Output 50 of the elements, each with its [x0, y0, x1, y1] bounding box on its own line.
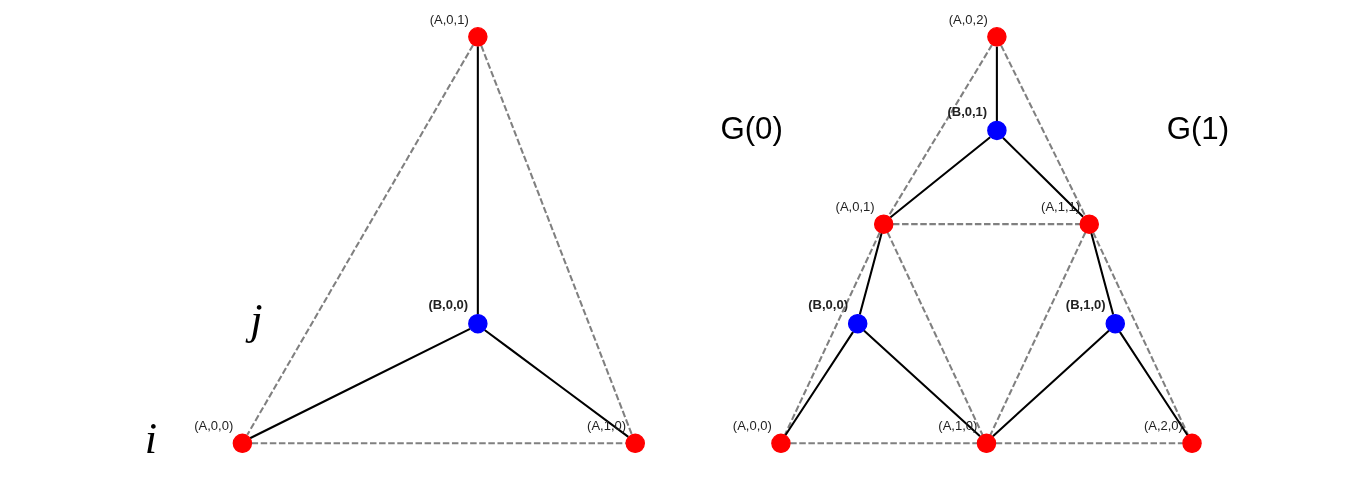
connector	[1002, 137, 1084, 218]
node-label: (A,0,2)	[948, 11, 988, 27]
connector	[1090, 232, 1115, 315]
label: G(0)	[720, 110, 783, 146]
connector	[1000, 44, 1086, 216]
connector	[989, 232, 1087, 436]
node-label: (B,0,1)	[947, 104, 988, 120]
label: i	[144, 414, 158, 464]
connector	[784, 331, 854, 436]
node-circle	[847, 313, 868, 334]
connector	[858, 232, 883, 315]
node-label: (B,0,0)	[808, 297, 848, 313]
node-circle	[987, 120, 1007, 141]
node-circle	[625, 433, 645, 454]
node-circle	[1182, 433, 1202, 454]
connector	[1092, 232, 1190, 436]
node-circle	[873, 214, 894, 234]
connector	[886, 232, 984, 436]
connector	[889, 136, 991, 219]
connector	[249, 327, 471, 440]
connector	[484, 329, 629, 438]
connector	[476, 46, 479, 315]
connector	[995, 46, 998, 122]
node-label: (A,0,0)	[732, 418, 772, 434]
node-circle	[987, 27, 1007, 47]
node-label: (A,2,0)	[1143, 418, 1183, 434]
node-circle	[468, 313, 488, 334]
node-circle	[1105, 313, 1125, 334]
node-label: (B,1,0)	[1065, 297, 1106, 313]
node-circle	[468, 27, 488, 47]
node-label: (A,0,0)	[194, 418, 234, 434]
connector	[480, 45, 633, 435]
connector	[887, 44, 993, 217]
connector	[790, 442, 978, 445]
connector	[892, 223, 1081, 226]
connector	[995, 442, 1183, 445]
connector	[783, 232, 881, 436]
connector	[992, 329, 1110, 437]
node-circle	[771, 433, 791, 454]
node-label: (A,0,1)	[835, 199, 875, 215]
connector	[863, 329, 981, 437]
node-circle	[976, 433, 997, 454]
node-label: (B,0,0)	[428, 297, 469, 313]
node-circle	[1079, 214, 1099, 234]
node-circle	[232, 433, 253, 454]
connector	[246, 44, 475, 436]
node-label: (A,0,1)	[429, 11, 469, 27]
connector	[251, 442, 626, 445]
label: G(1)	[1166, 110, 1230, 146]
connector	[1118, 331, 1189, 436]
